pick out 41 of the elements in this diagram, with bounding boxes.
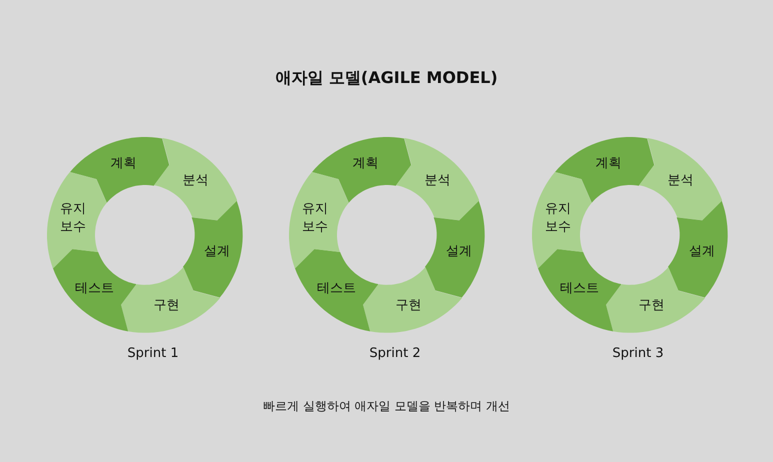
sprint-label: Sprint 1	[127, 346, 179, 361]
cycle-arrow-segment	[638, 138, 722, 221]
cycle-arrow-segment	[183, 201, 243, 298]
sprint-label: Sprint 3	[612, 346, 664, 361]
cycle-arrow-segment	[362, 267, 462, 333]
cycle-arrow-segment	[312, 137, 412, 203]
segment-label: 테스트	[316, 280, 357, 298]
diagram-title: 애자일 모델(AGILE MODEL)	[275, 68, 498, 89]
segment-label: 분석	[423, 172, 452, 190]
cycle-arrow-segment	[154, 138, 238, 221]
segment-label: 구현	[152, 296, 181, 315]
cycle-arrow-segment	[47, 172, 107, 268]
segment-label: 유지 보수	[544, 200, 572, 236]
segment-label: 테스트	[560, 280, 600, 298]
cycle-arrow-segment	[396, 138, 480, 221]
segment-label: 구현	[394, 296, 423, 315]
cycle-arrow-segment	[425, 201, 485, 298]
segment-label: 테스트	[74, 280, 115, 298]
segment-label: 설계	[688, 242, 716, 260]
cycle-arrow-segment	[606, 267, 706, 333]
cycle-arrow-segment	[532, 172, 592, 268]
segment-label: 유지 보수	[58, 200, 87, 236]
cycle-arrow-segment	[120, 267, 220, 333]
cycle-arrow-segment	[668, 201, 728, 298]
segment-label: 분석	[181, 172, 210, 190]
segment-label: 구현	[638, 296, 666, 315]
segment-label: 계획	[351, 155, 380, 173]
cycle-arrow-segment	[289, 172, 349, 268]
cycle-arrow-segment	[554, 137, 654, 203]
sprint-label: Sprint 2	[369, 346, 421, 361]
caption: 빠르게 실행하여 애자일 모델을 반복하며 개선	[262, 398, 510, 415]
cycle-arrow-segment	[538, 249, 622, 332]
segment-label: 설계	[445, 242, 474, 260]
cycle-arrow-segment	[52, 249, 136, 332]
segment-label: 분석	[666, 172, 694, 190]
cycle-arrow-segment	[294, 249, 378, 332]
segment-label: 계획	[109, 155, 138, 173]
segment-label: 유지 보수	[300, 200, 329, 236]
segment-label: 계획	[594, 155, 622, 173]
cycle-arrow-segment	[70, 137, 170, 203]
segment-label: 설계	[203, 242, 232, 260]
